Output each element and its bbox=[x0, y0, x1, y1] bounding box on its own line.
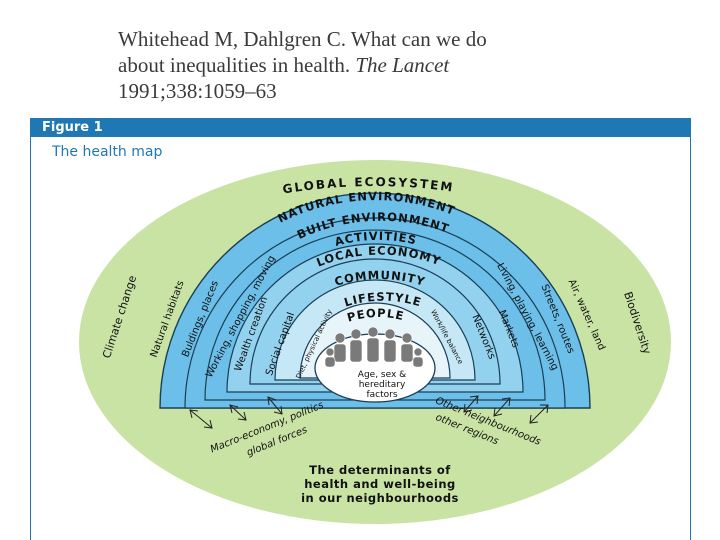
lifestyle-label: LIFESTYLE bbox=[343, 290, 424, 310]
citation-line-3: 1991;338:1059–63 bbox=[118, 79, 277, 103]
citation: Whitehead M, Dahlgren C. What can we do … bbox=[118, 26, 678, 104]
caption-line-3: in our neighbourhoods bbox=[301, 491, 459, 505]
caption-line-2: health and well-being bbox=[304, 477, 456, 491]
citation-line-1: Whitehead M, Dahlgren C. What can we do bbox=[118, 27, 487, 51]
activities-label: ACTIVITIES bbox=[333, 229, 418, 249]
core-factors-line-2: hereditary bbox=[359, 380, 406, 390]
citation-title-tail: about inequalities in health. bbox=[118, 53, 356, 77]
journal-name: The Lancet bbox=[355, 53, 450, 77]
citation-line-2: about inequalities in health. The Lancet bbox=[118, 52, 678, 78]
figure-label: Figure 1 bbox=[42, 120, 103, 135]
people-label: PEOPLE bbox=[345, 306, 405, 325]
caption-line-1: The determinants of bbox=[309, 463, 451, 477]
figure-header-bar: Figure 1 bbox=[30, 118, 691, 137]
people-figures-icon bbox=[324, 326, 424, 368]
core-factors-line-1: Age, sex & bbox=[358, 370, 406, 380]
figure-subtitle: The health map bbox=[52, 144, 163, 160]
community-label: COMMUNITY bbox=[333, 268, 427, 289]
core-factors-line-3: factors bbox=[366, 390, 397, 400]
outward-arrows bbox=[189, 395, 549, 429]
